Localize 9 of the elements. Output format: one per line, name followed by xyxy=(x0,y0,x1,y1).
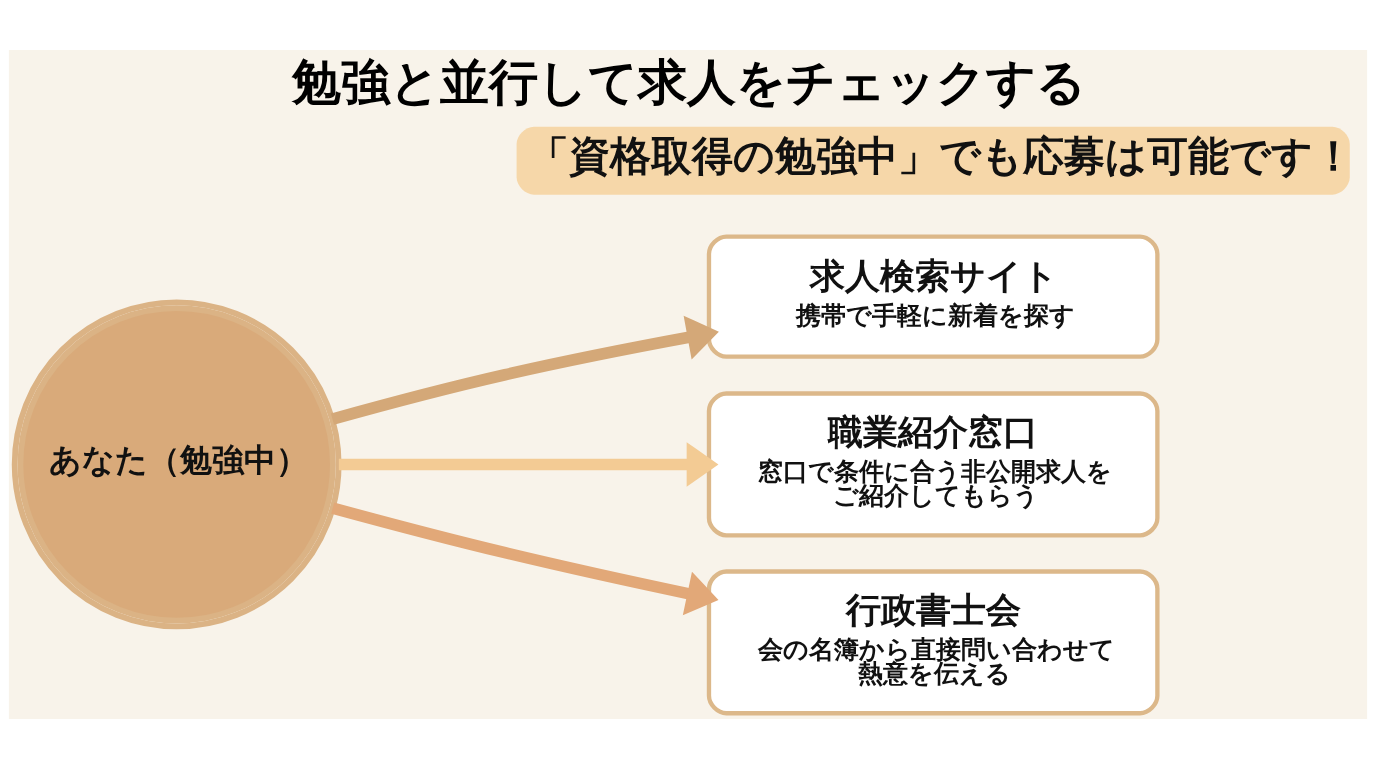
arrow xyxy=(338,441,719,487)
diagram-title: 勉強と並行して求人をチェックする xyxy=(291,52,1086,111)
label: 「資格取得の勉強中」でも応募は可能です！ xyxy=(528,131,1355,180)
arrow xyxy=(330,315,719,425)
node-box: 職業紹介窓口 窓口で条件に合う非公開求人をご紹介してもらう xyxy=(706,390,1160,537)
node-box: 行政書士会 会の名簿から直接問い合わせて熱意を伝える xyxy=(706,568,1160,715)
node-circle: あなた（勉強中） xyxy=(11,299,342,629)
arrow xyxy=(331,502,719,615)
node-box: 求人検索サイト 携帯で手軽に新着を探す xyxy=(706,233,1160,359)
